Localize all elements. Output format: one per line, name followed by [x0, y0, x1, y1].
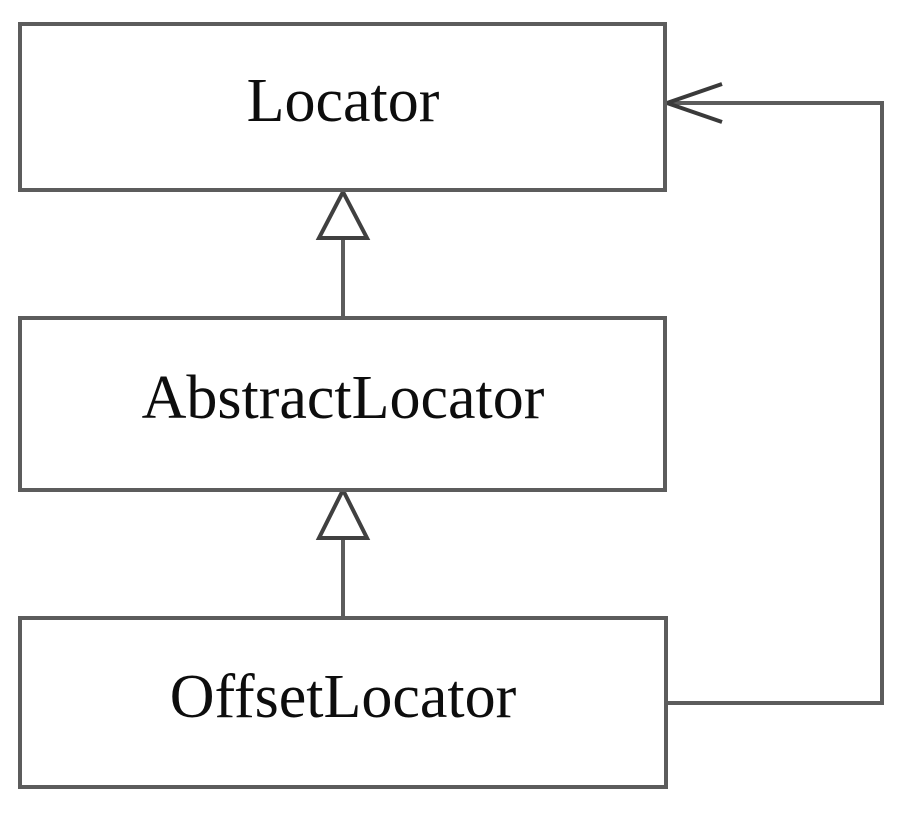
- association-offsetlocator-to-locator[interactable]: [660, 82, 884, 705]
- hollow-triangle-icon: [315, 187, 371, 240]
- class-box-outline: [18, 316, 667, 492]
- class-box-locator[interactable]: Locator: [18, 22, 667, 192]
- class-name-label: OffsetLocator: [170, 663, 517, 731]
- generalization-abstractlocator-to-locator[interactable]: [315, 187, 371, 318]
- generalization-offsetlocator-to-abstractlocator[interactable]: [315, 485, 371, 618]
- class-box-offsetlocator[interactable]: OffsetLocator: [18, 616, 668, 789]
- class-name-label: AbstractLocator: [142, 364, 545, 432]
- class-box-outline: [18, 22, 667, 192]
- class-name-label: Locator: [247, 67, 440, 135]
- association-line: [666, 101, 884, 705]
- class-box-abstractlocator[interactable]: AbstractLocator: [18, 316, 667, 492]
- class-box-outline: [18, 616, 668, 789]
- hollow-triangle-icon: [315, 485, 371, 540]
